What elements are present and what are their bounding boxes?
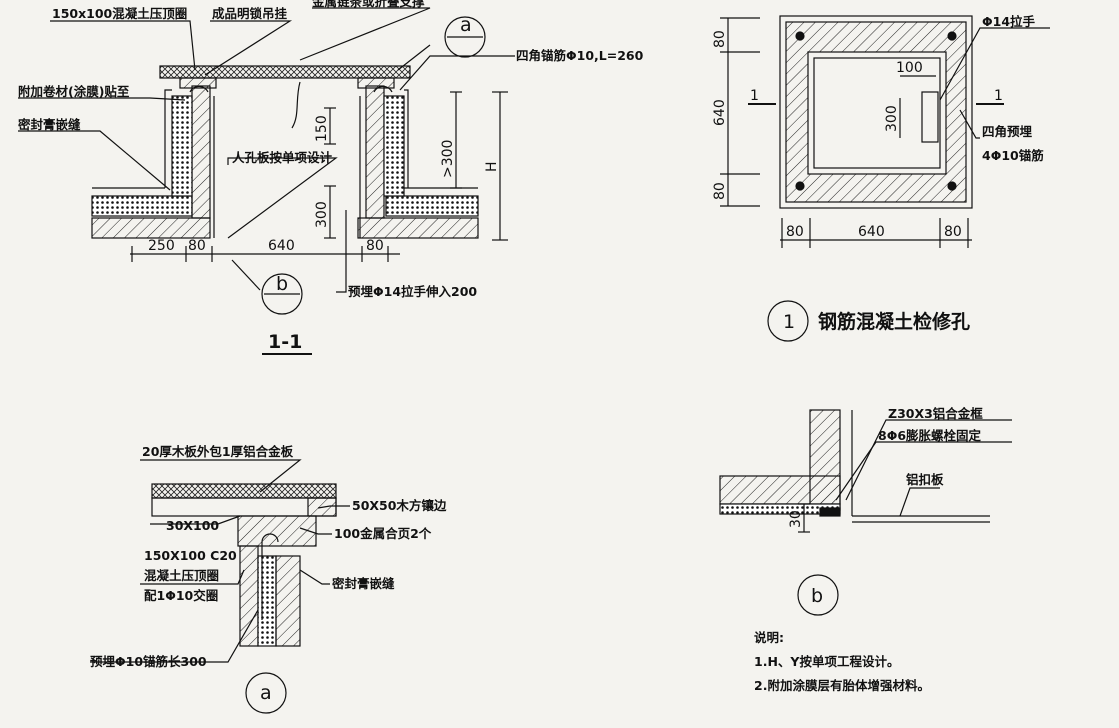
dim-640: 640 — [268, 238, 295, 254]
plan-label-handle: Φ14拉手 — [982, 14, 1036, 29]
plan-1-text: Φ14拉手 四角预埋 4Φ10锚筋 80 640 80 100 300 80 6… — [712, 14, 1044, 333]
plan-dim-b80-left: 80 — [786, 224, 804, 240]
dim-80-left: 80 — [188, 238, 206, 254]
upstand-insul-left — [171, 95, 193, 197]
label-manhole-plate: 人孔板按单项设计 — [232, 150, 333, 165]
plan-dim-b640: 640 — [858, 224, 885, 240]
insulation-left — [91, 195, 193, 217]
roof-slab-right — [357, 217, 479, 239]
upstand-left — [191, 85, 211, 219]
insulation-right — [385, 195, 479, 217]
chain-line — [291, 81, 301, 129]
b-label-bolt: 8Φ6膨胀螺栓固定 — [878, 428, 982, 443]
section-title: 1-1 — [268, 331, 302, 353]
dim-gt-300: >300 — [440, 140, 456, 178]
detail-b-slab — [719, 475, 841, 505]
plan-title-number: 1 — [783, 311, 795, 333]
a-label-ring-2: 混凝土压顶圈 — [144, 568, 219, 583]
label-anchor: 四角锚筋Φ10,L=260 — [516, 48, 644, 63]
a-label-hinge: 100金属合页2个 — [334, 526, 432, 541]
dim-80-right: 80 — [366, 238, 384, 254]
plan-1 — [720, 15, 1050, 342]
b-label-frame: Z30X3铝合金框 — [888, 406, 983, 421]
plan-cut-left: 1 — [750, 88, 759, 104]
tag-a-circle-1-1 — [444, 16, 486, 58]
detail-a-wall — [239, 545, 259, 647]
notes: 说明: 1.H、Y按单项工程设计。 2.附加涂膜层有胎体增强材料。 — [754, 630, 930, 693]
detail-a-cover — [151, 483, 337, 499]
a-label-anchor: 预埋Φ10锚筋长300 — [90, 654, 207, 669]
label-chain: 金属链条或折叠支撑 — [311, 0, 425, 9]
upstand-insul-right — [383, 95, 405, 197]
plan-title-circle — [767, 300, 809, 342]
a-label-cover: 20厚木板外包1厚铝合金板 — [142, 444, 294, 459]
a-label-ring-3: 配1Φ10交圈 — [144, 588, 218, 603]
dim-150: 150 — [314, 115, 330, 142]
upstand-right — [365, 85, 385, 219]
plan-title: 钢筋混凝土检修孔 — [818, 310, 970, 333]
tag-b-letter-1-1: b — [276, 273, 288, 295]
a-label-sealant: 密封膏嵌缝 — [331, 576, 395, 591]
label-membrane: 附加卷材(涂膜)贴至 — [18, 84, 130, 99]
note-2: 2.附加涂膜层有胎体增强材料。 — [754, 678, 930, 693]
label-handle: 预埋Φ14拉手伸入200 — [348, 284, 477, 299]
b-dim-30: 30 — [788, 510, 804, 528]
a-label-ring-1: 150X100 C20 — [144, 548, 237, 563]
plan-dim-b80-right: 80 — [944, 224, 962, 240]
plan-outer — [779, 15, 973, 209]
tag-b-circle-1-1 — [261, 273, 303, 315]
plan-dim-top-80: 80 — [712, 30, 728, 48]
tag-b-letter-detail: b — [811, 585, 823, 607]
detail-a-text: 20厚木板外包1厚铝合金板 50X50木方镶边 30X100 100金属合页2个… — [90, 444, 447, 704]
section-1-1-text: 150x100混凝土压顶圈 成品明锁吊挂 金属链条或折叠支撑 四角锚筋Φ10,L… — [17, 0, 644, 353]
label-sealant: 密封膏嵌缝 — [17, 117, 81, 132]
tag-a-circle-detail — [245, 672, 287, 714]
detail-b-text: Z30X3铝合金框 8Φ6膨胀螺栓固定 铝扣板 30 b — [788, 406, 983, 607]
a-label-edge: 50X50木方镶边 — [352, 498, 447, 513]
a-label-strip: 30X100 — [166, 518, 219, 533]
dim-h: H — [484, 161, 500, 172]
plan-dim-mid-640: 640 — [712, 99, 728, 126]
tag-a-letter-1-1: a — [460, 14, 472, 36]
section-1-1 — [18, 7, 515, 355]
dim-300: 300 — [314, 201, 330, 228]
dim-250: 250 — [148, 238, 175, 254]
plan-dim-100: 100 — [896, 60, 923, 76]
tag-a-letter-detail: a — [260, 682, 272, 704]
plan-dim-bot-80: 80 — [712, 182, 728, 200]
detail-b — [719, 409, 1012, 616]
cover-plate — [159, 65, 411, 79]
plan-label-rebar: 4Φ10锚筋 — [982, 148, 1044, 163]
notes-heading: 说明: — [754, 630, 784, 645]
label-lock-hanger: 成品明锁吊挂 — [212, 6, 288, 21]
plan-label-embed: 四角预埋 — [982, 124, 1033, 139]
roof-slab-left — [91, 217, 211, 239]
label-top-ring: 150x100混凝土压顶圈 — [52, 6, 187, 21]
plan-cut-right: 1 — [994, 88, 1003, 104]
plan-dim-300: 300 — [884, 105, 900, 132]
note-1: 1.H、Y按单项工程设计。 — [754, 654, 899, 669]
b-label-plate: 铝扣板 — [906, 472, 944, 487]
detail-a — [90, 459, 350, 714]
tag-b-circle-detail — [797, 574, 839, 616]
